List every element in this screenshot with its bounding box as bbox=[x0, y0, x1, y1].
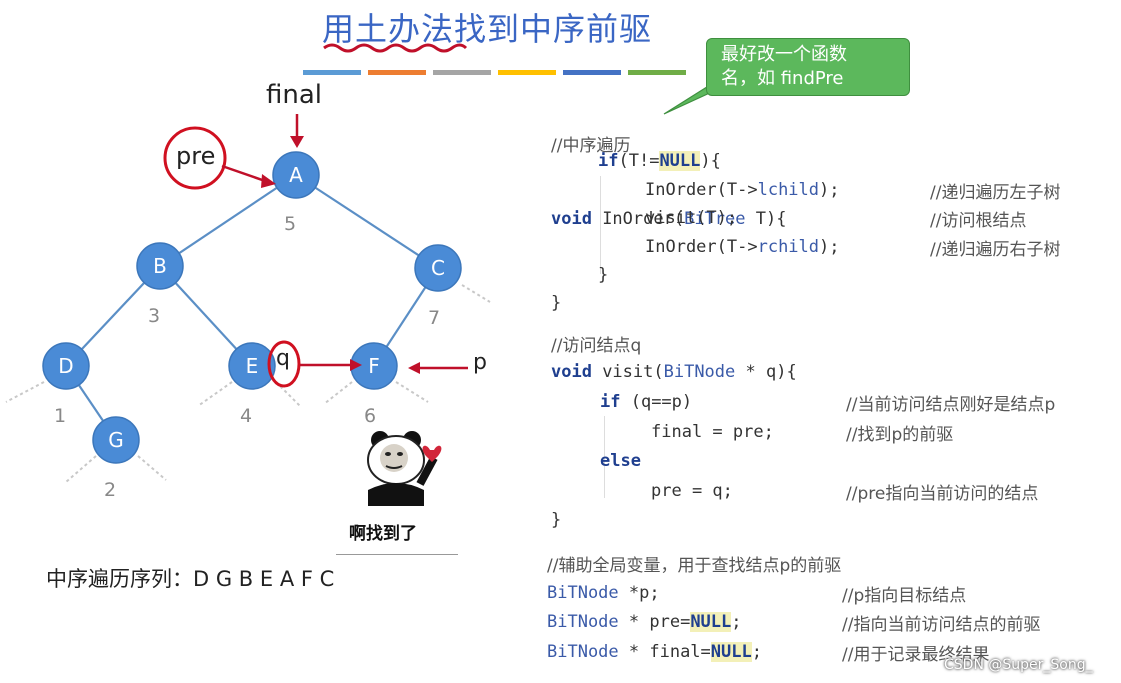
code-line: InOrder(T->lchild); bbox=[645, 180, 840, 200]
inorder-index-f: 6 bbox=[364, 405, 376, 427]
tree-node-a bbox=[272, 151, 320, 199]
code-brace: } bbox=[551, 293, 562, 313]
tree-node-c bbox=[414, 244, 462, 292]
null-edge bbox=[395, 381, 429, 403]
pre-circle bbox=[163, 126, 227, 190]
null-edge bbox=[323, 381, 353, 405]
null-edge bbox=[197, 381, 233, 407]
code-line: void InOrder(BiTree T){ bbox=[551, 209, 787, 229]
code-comment: //递归遍历右子树 bbox=[930, 240, 1061, 260]
tree-node-label-c: C bbox=[431, 256, 445, 280]
inorder-sequence: 中序遍历序列：D G B E A F C bbox=[46, 567, 335, 591]
null-edge bbox=[137, 455, 167, 481]
null-edge bbox=[65, 455, 97, 483]
color-bar bbox=[303, 63, 693, 82]
code-inorder-block: //中序遍历 void InOrder(BiTree T){ bbox=[551, 91, 786, 252]
code-line: InOrder(T->rchild); bbox=[645, 237, 840, 257]
code-line: void visit(BiTNode * q){ bbox=[551, 362, 797, 382]
q-arrowhead bbox=[350, 359, 362, 371]
code-comment: //用于记录最终结果 bbox=[842, 645, 990, 665]
code-brace: } bbox=[551, 510, 562, 530]
color-bar-segment bbox=[628, 70, 686, 75]
tree-node-b bbox=[136, 242, 184, 290]
code-comment-inorder: //中序遍历 bbox=[551, 136, 631, 156]
edge-A-B bbox=[159, 174, 297, 267]
inorder-index-c: 7 bbox=[428, 307, 440, 329]
color-bar-segment bbox=[498, 70, 556, 75]
callout-line-2: 名，如 findPre bbox=[721, 68, 844, 89]
code-comment: //找到p的前驱 bbox=[846, 425, 954, 445]
color-bar-segment bbox=[303, 70, 361, 75]
code-comment: //访问根结点 bbox=[930, 211, 1027, 231]
indent-guide bbox=[600, 176, 601, 274]
tree-node-label-a: A bbox=[289, 163, 303, 187]
inorder-index-b: 3 bbox=[148, 305, 160, 327]
callout-line-1: 最好改一个函数 bbox=[721, 44, 847, 65]
edge-A-C bbox=[295, 174, 439, 269]
code-line: if (q==p) bbox=[600, 392, 693, 412]
binary-tree-diagram: A B C D E F G 5 3 7 1 4 6 2 bbox=[5, 114, 491, 501]
tree-node-e bbox=[228, 342, 276, 390]
code-line: visit(T); bbox=[645, 208, 738, 228]
code-comment: //p指向目标结点 bbox=[842, 586, 967, 606]
code-line: BiTNode *p; bbox=[547, 583, 660, 603]
color-bar-segment bbox=[563, 70, 621, 75]
final-arrowhead bbox=[290, 136, 304, 148]
code-line: pre = q; bbox=[651, 481, 733, 501]
code-line: if(T!=NULL){ bbox=[598, 151, 721, 171]
code-line: final = pre; bbox=[651, 422, 774, 442]
inorder-index-d: 1 bbox=[54, 405, 66, 427]
tree-node-label-d: D bbox=[58, 354, 73, 378]
watermark: CSDN @Super_Song_ bbox=[944, 657, 1093, 673]
page-title: 用土办法找到中序前驱 bbox=[322, 10, 653, 48]
tree-node-label-b: B bbox=[153, 254, 167, 278]
final-label: final bbox=[266, 80, 323, 110]
code-comment: //递归遍历左子树 bbox=[930, 183, 1061, 203]
p-label: p bbox=[473, 350, 487, 375]
inorder-index-e: 4 bbox=[240, 405, 252, 427]
code-line: else bbox=[600, 451, 641, 471]
p-arrowhead bbox=[408, 362, 420, 374]
color-bar-segment bbox=[433, 70, 491, 75]
tree-node-d bbox=[42, 342, 90, 390]
code-brace: } bbox=[598, 265, 609, 285]
callout-bubble: 最好改一个函数 名，如 findPre bbox=[706, 38, 910, 96]
panda-sticker bbox=[367, 431, 442, 506]
pre-arrow bbox=[221, 164, 269, 184]
code-line: BiTNode * pre=NULL; bbox=[547, 612, 742, 632]
tree-node-g bbox=[92, 416, 140, 464]
pre-arrowhead bbox=[261, 174, 276, 188]
q-label: q bbox=[276, 346, 290, 371]
inorder-index-a: 5 bbox=[284, 213, 296, 235]
null-edge bbox=[5, 381, 45, 403]
inorder-index-g: 2 bbox=[104, 479, 116, 501]
tree-node-label-f: F bbox=[368, 354, 380, 378]
code-comment: //当前访问结点刚好是结点p bbox=[846, 395, 1056, 415]
code-comment-visit: //访问结点q bbox=[551, 336, 642, 356]
code-comment-globals: //辅助全局变量，用于查找结点p的前驱 bbox=[547, 556, 842, 576]
sticker-caption: 啊找到了 bbox=[349, 524, 417, 544]
sticker-divider bbox=[336, 554, 458, 555]
title-underline-squiggle bbox=[323, 43, 468, 53]
code-line: BiTNode * final=NULL; bbox=[547, 642, 762, 662]
null-edge bbox=[461, 284, 491, 303]
q-circle bbox=[267, 340, 301, 388]
pre-label: pre bbox=[176, 142, 216, 170]
color-bar-segment bbox=[368, 70, 426, 75]
code-comment: //指向当前访问结点的前驱 bbox=[842, 615, 1041, 635]
code-comment: //pre指向当前访问的结点 bbox=[846, 484, 1039, 504]
tree-node-label-e: E bbox=[246, 354, 259, 378]
indent-guide bbox=[604, 416, 605, 498]
tree-node-label-g: G bbox=[108, 428, 124, 452]
